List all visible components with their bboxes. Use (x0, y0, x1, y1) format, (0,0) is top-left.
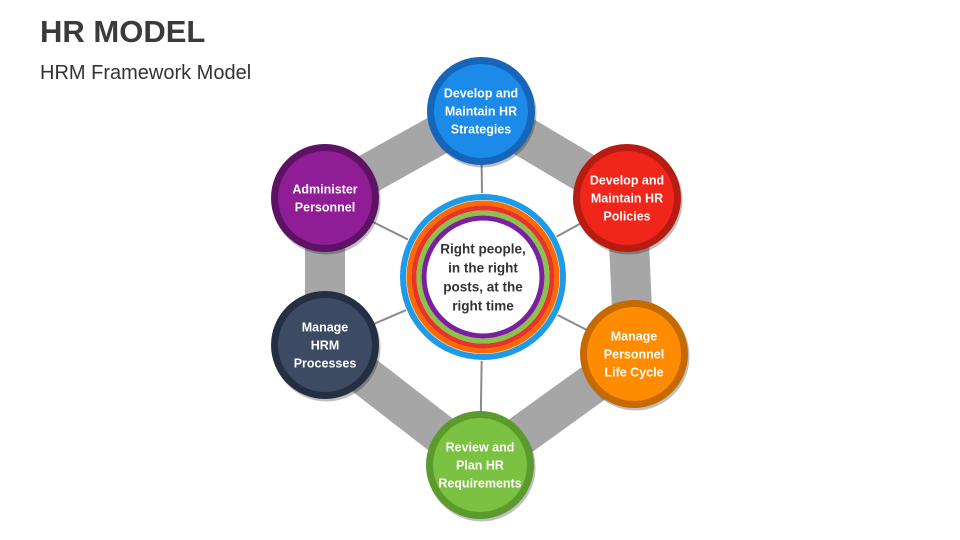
node-label-line: Manage (611, 330, 658, 344)
center-ring (416, 210, 550, 344)
node-label-line: Maintain HR (591, 192, 663, 206)
page-title: HR MODEL (40, 14, 206, 49)
node-inner-circle (278, 298, 372, 392)
node-label-line: Plan HR (456, 459, 504, 473)
node-inner-circle (587, 307, 681, 401)
center-ring (406, 200, 560, 354)
center-inner-circle (427, 221, 539, 333)
center-text-line: right time (452, 299, 514, 314)
node-label-line: Processes (294, 357, 357, 371)
center-text-line: in the right (448, 261, 518, 276)
node-label-line: Develop and (590, 174, 664, 188)
center-text-line: Right people, (440, 242, 526, 257)
node-label-line: Maintain HR (445, 105, 517, 119)
center-ring (411, 205, 555, 349)
node-label-line: Strategies (451, 123, 511, 137)
node-label-line: Manage (302, 321, 349, 335)
page-subtitle: HRM Framework Model (40, 62, 252, 84)
node-label-line: Policies (603, 210, 650, 224)
center-text-line: posts, at the (443, 280, 523, 295)
node-label-line: Personnel (604, 348, 664, 362)
node-label-line: Administer (292, 183, 357, 197)
node-inner-circle (434, 64, 528, 158)
node-label-line: Requirements (438, 477, 521, 491)
node-label-line: Life Cycle (604, 366, 663, 380)
node-label-line: Develop and (444, 87, 518, 101)
node-label-line: HRM (311, 339, 339, 353)
node-inner-circle (278, 151, 372, 245)
center-ring (400, 194, 566, 360)
center-ring (421, 215, 545, 339)
node-inner-circle (580, 151, 674, 245)
node-label-line: Review and (446, 441, 515, 455)
node-inner-circle (433, 418, 527, 512)
node-label-line: Personnel (295, 201, 355, 215)
center-hub: Right people, in the right posts, at the ri… (399, 193, 567, 361)
